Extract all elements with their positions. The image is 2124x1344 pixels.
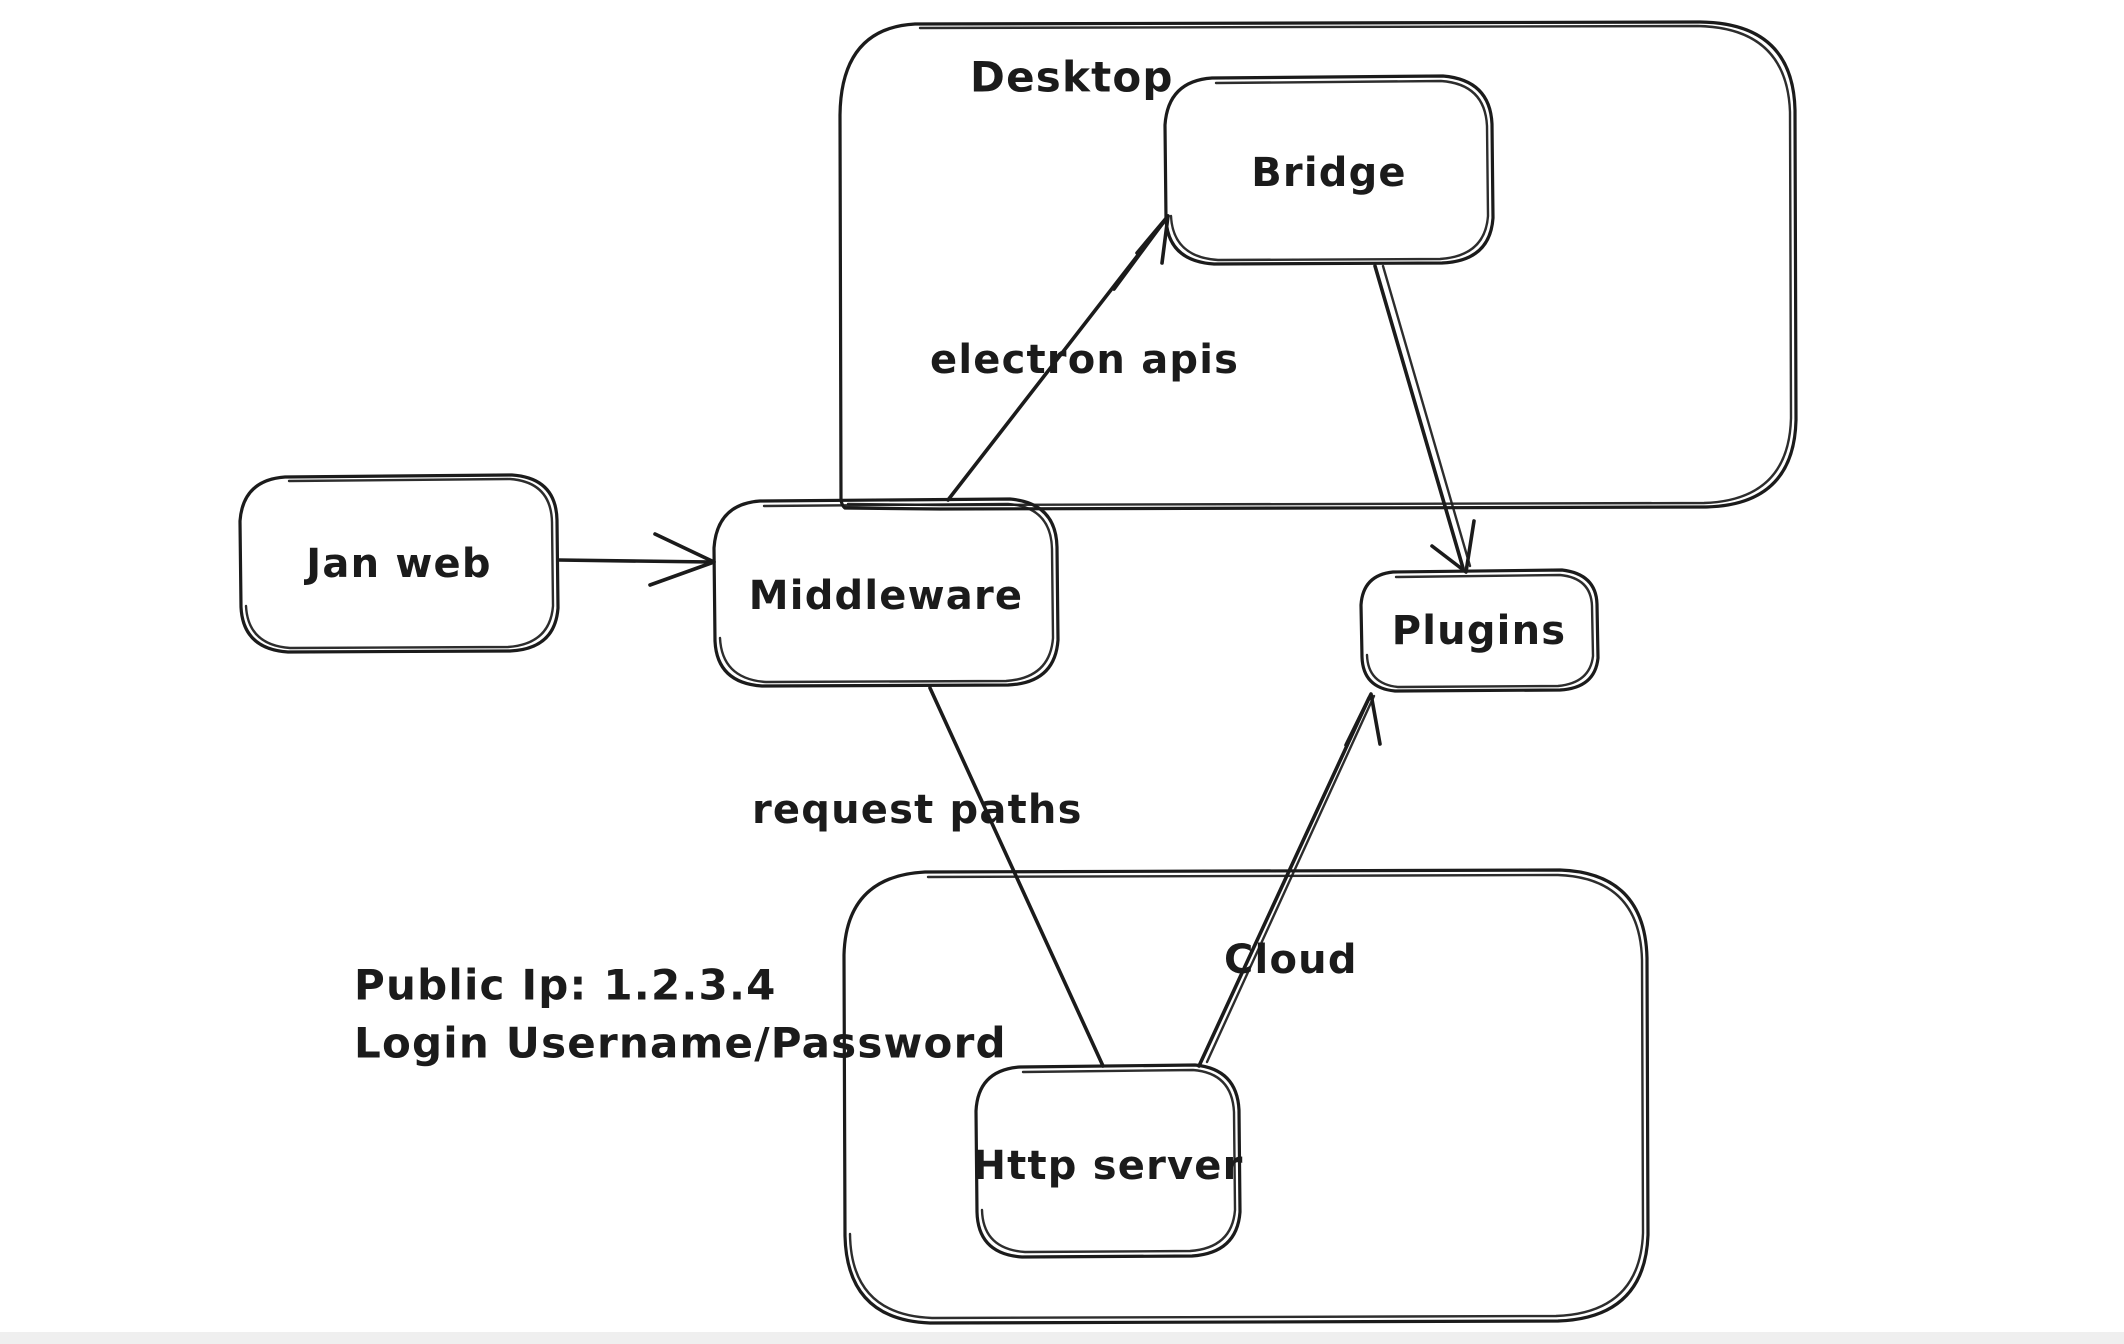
container-desktop-label: Desktop xyxy=(970,53,1174,102)
edge-bridge-to-plugins[interactable] xyxy=(1373,264,1476,574)
notes-block: Public Ip: 1.2.3.4 Login Username/Passwo… xyxy=(354,961,1007,1068)
node-middleware-label: Middleware xyxy=(749,573,1023,619)
node-bridge[interactable]: Bridge xyxy=(1163,74,1495,266)
edge-label-request-paths: request paths xyxy=(752,787,1083,833)
note-login: Login Username/Password xyxy=(354,1019,1007,1068)
node-jan-web-label: Jan web xyxy=(303,541,491,587)
node-middleware[interactable]: Middleware xyxy=(712,497,1060,688)
container-cloud[interactable] xyxy=(842,868,1650,1325)
container-desktop[interactable]: Desktop xyxy=(838,20,1798,511)
node-http-server[interactable]: Http server xyxy=(972,1063,1243,1259)
node-http-server-label: Http server xyxy=(972,1143,1243,1189)
edge-label-electron-apis: electron apis xyxy=(930,337,1239,383)
edge-http-server-to-plugins[interactable]: Cloud xyxy=(1197,692,1382,1068)
edge-jan-web-to-middleware[interactable] xyxy=(556,532,716,587)
edge-middleware-to-bridge[interactable]: electron apis xyxy=(930,214,1239,502)
bottom-edge-band xyxy=(0,1332,2124,1344)
note-public-ip: Public Ip: 1.2.3.4 xyxy=(354,961,777,1010)
edge-label-cloud: Cloud xyxy=(1224,937,1358,983)
node-jan-web[interactable]: Jan web xyxy=(238,473,560,654)
node-plugins[interactable]: Plugins xyxy=(1359,568,1600,693)
edge-middleware-to-http-server[interactable]: request paths xyxy=(752,686,1105,1068)
node-plugins-label: Plugins xyxy=(1392,608,1567,654)
node-bridge-label: Bridge xyxy=(1251,150,1407,196)
